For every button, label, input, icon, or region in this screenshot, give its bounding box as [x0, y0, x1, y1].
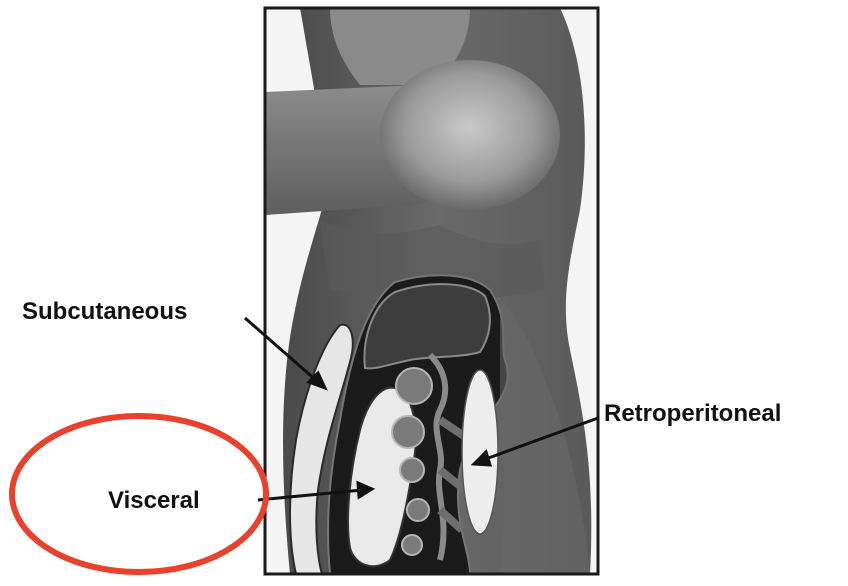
label-visceral: Visceral [108, 489, 200, 513]
retroperitoneal-fat [462, 370, 498, 534]
intestine-loop [392, 416, 424, 448]
label-subcutaneous: Subcutaneous [22, 300, 187, 324]
intestine-loop [402, 535, 422, 555]
intestine-loop [400, 458, 424, 482]
label-retroperitoneal: Retroperitoneal [604, 402, 781, 426]
shoulder [380, 60, 560, 210]
intestine-loop [396, 368, 432, 404]
figure-body [265, 8, 591, 574]
intestine-loop [407, 499, 429, 521]
